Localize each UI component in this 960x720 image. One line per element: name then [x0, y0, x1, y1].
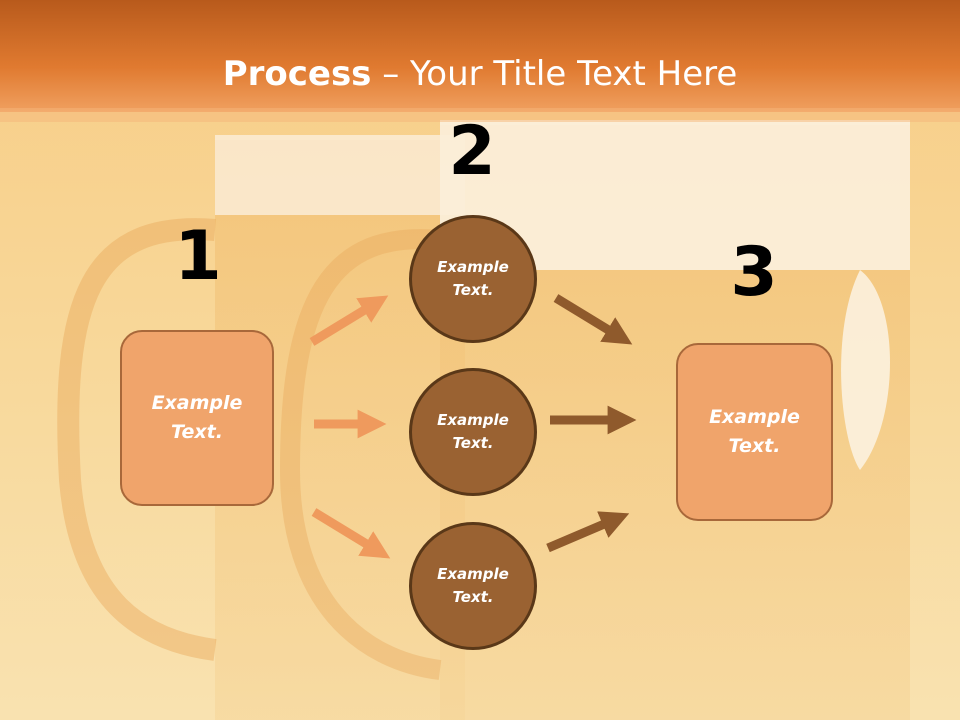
title-rest: – Your Title Text Here [371, 54, 738, 94]
circle-middle: Example Text. [409, 368, 537, 496]
arrow-top-to-right [553, 294, 633, 345]
circle-top: Example Text. [409, 215, 537, 343]
step-number-3: 3 [730, 233, 778, 312]
title-bold: Process [222, 54, 372, 94]
circle-top-text: Example Text. [437, 258, 509, 299]
right-box-text: Example Text. [709, 406, 800, 457]
step-number-1: 1 [174, 217, 222, 296]
arrow-left-to-top [309, 295, 389, 346]
circle-bottom-text: Example Text. [437, 565, 509, 606]
arrow-left-to-bottom [311, 508, 391, 559]
right-box: Example Text. [676, 343, 833, 521]
circle-middle-text: Example Text. [437, 411, 509, 452]
circle-bottom: Example Text. [409, 522, 537, 650]
left-box-text: Example Text. [151, 392, 243, 443]
arrow-bottom-to-right [546, 511, 630, 553]
step-number-2: 2 [448, 112, 496, 191]
slide-title: Process – Your Title Text Here [0, 52, 960, 96]
left-box: Example Text. [120, 330, 274, 506]
